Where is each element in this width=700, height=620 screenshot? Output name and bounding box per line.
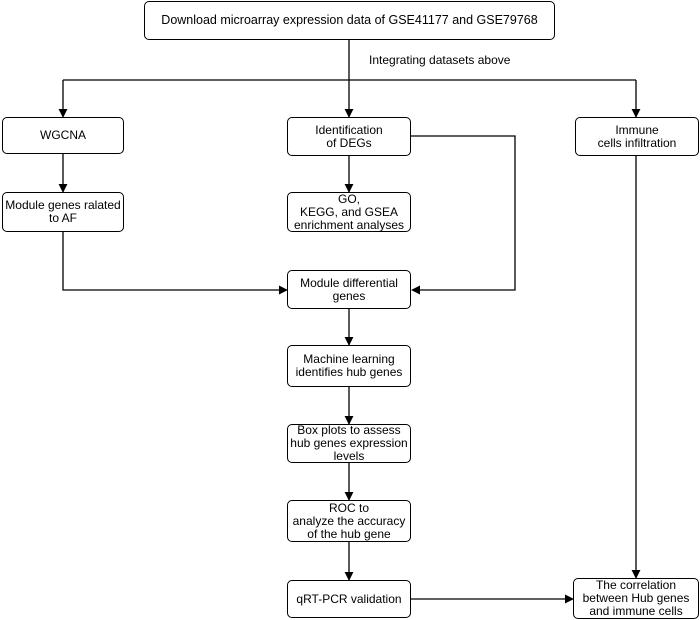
label-integrating: Integrating datasets above	[369, 53, 511, 67]
node-degs: Identification of DEGs	[287, 117, 411, 156]
node-download: Download microarray expression data of G…	[144, 1, 555, 40]
node-ml: Machine learning identifies hub genes	[287, 345, 411, 387]
node-wgcna: WGCNA	[2, 117, 124, 154]
edge-degs-to-diff	[411, 135, 516, 295]
node-module-diff: Module differential genes	[287, 270, 411, 309]
node-correlation: The correlation between Hub genes and im…	[573, 578, 699, 619]
node-roc: ROC to analyze the accuracy of the hub g…	[287, 500, 411, 542]
node-boxplots: Box plots to assess hub genes expression…	[287, 424, 411, 463]
node-qrtpcr: qRT-PCR validation	[287, 580, 411, 618]
edge-module-to-diff	[62, 232, 288, 295]
node-module-genes: Module genes ralated to AF	[2, 192, 124, 232]
node-enrichment: GO, KEGG, and GSEA enrichment analyses	[287, 192, 411, 232]
node-immune: Immune cells infiltration	[575, 117, 699, 156]
